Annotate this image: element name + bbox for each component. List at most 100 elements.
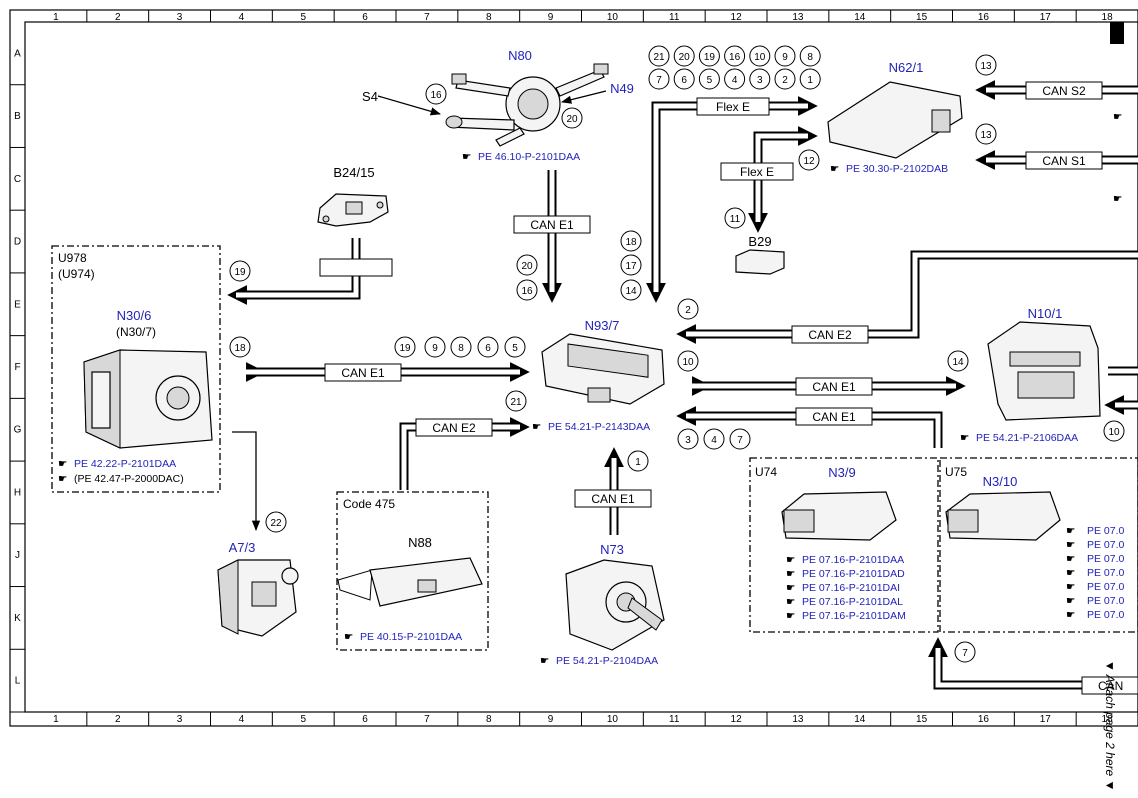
svg-text:☛: ☛ — [1113, 111, 1122, 123]
ref-icon: ☛ — [1066, 525, 1075, 537]
pin-marker-circle — [648, 68, 670, 90]
pin-marker-m17: 17 — [625, 261, 637, 272]
pin-marker-m14: 14 — [625, 286, 637, 297]
ref-n73-text[interactable]: PE 54.21-P-2104DAA — [556, 655, 658, 667]
pin-marker-m9_row: 9 — [432, 343, 438, 354]
ref-n3-9-list[interactable]: ☛ PE 07.16-P-2101DAA ☛ PE 07.16-P-2101DAD ☛ P… — [786, 554, 906, 622]
pin-marker-m3: 3 — [685, 435, 691, 446]
pin-marker-top: 10 — [754, 52, 766, 63]
ref-icon: ☛ — [1066, 609, 1075, 621]
ref-n3-9-item[interactable]: PE 07.16-P-2101DAA — [802, 554, 904, 566]
pin-marker-m7_bottom: 7 — [962, 648, 968, 659]
pin-marker-circle — [620, 279, 642, 301]
ref-n88[interactable]: ☛PE 40.15-P-2101DAA — [344, 631, 462, 643]
pin-marker-m16_s4: 16 — [430, 90, 442, 101]
ref-n3-10-item[interactable]: PE 07.0 — [1087, 595, 1125, 607]
grid-col-label: 7 — [424, 12, 430, 23]
ref-n73[interactable]: ☛PE 54.21-P-2104DAA — [540, 655, 658, 667]
grid-col-label: 4 — [239, 714, 245, 725]
pin-marker-m11: 11 — [730, 214, 741, 225]
pin-marker-m10: 10 — [682, 357, 694, 368]
grid-col-label: 11 — [669, 714, 680, 725]
pin-marker-circle — [724, 207, 746, 229]
grid-row-label: D — [14, 237, 21, 248]
label-s4: S4 — [362, 89, 378, 104]
pin-marker-top: 6 — [681, 75, 687, 86]
ref-n10-text[interactable]: PE 54.21-P-2106DAA — [976, 432, 1078, 444]
pin-marker-circle — [677, 350, 699, 372]
pin-marker-circle — [677, 298, 699, 320]
label-u974: (U974) — [58, 267, 95, 281]
label-n30-6: N30/6 — [117, 308, 152, 323]
ref-n3-10-item[interactable]: PE 07.0 — [1087, 525, 1125, 537]
pin-marker-m5_row: 5 — [512, 343, 518, 354]
pin-marker-top: 16 — [729, 52, 741, 63]
pin-marker-m2: 2 — [685, 305, 691, 316]
pin-marker-circle — [799, 45, 821, 67]
ref-n3-9-item[interactable]: PE 07.16-P-2101DAL — [802, 596, 903, 608]
label-can-e1-top: CAN E1 — [530, 218, 574, 232]
ref-n80-text[interactable]: PE 46.10-P-2101DAA — [478, 151, 580, 163]
grid-row-label: J — [15, 550, 20, 561]
label-can-s2: CAN S2 — [1042, 84, 1086, 98]
pin-marker-top: 4 — [732, 75, 738, 86]
pin-marker-m22: 22 — [270, 518, 282, 529]
pin-marker-circle — [424, 336, 446, 358]
n73-ignition-switch-drawing — [565, 559, 665, 651]
grid-col-label: 4 — [239, 12, 245, 23]
pin-marker-circle — [648, 45, 670, 67]
pin-marker-circle — [673, 45, 695, 67]
grid-row-label: A — [14, 48, 21, 59]
ref-icon: ☛ — [786, 568, 795, 580]
grid-row-label: B — [14, 111, 21, 122]
pin-marker-m6_row: 6 — [485, 343, 491, 354]
ref-icon: ☛ — [786, 610, 795, 622]
ref-n3-10-item[interactable]: PE 07.0 — [1087, 539, 1125, 551]
ref-icon: ☛ — [786, 596, 795, 608]
pin-marker-circle — [724, 45, 746, 67]
ref-n3-10-item[interactable]: PE 07.0 — [1087, 567, 1125, 579]
ref-n30-text-2[interactable]: (PE 42.47-P-2000DAC) — [74, 473, 184, 485]
ref-n80[interactable]: ☛PE 46.10-P-2101DAA — [462, 151, 580, 163]
label-b29: B29 — [748, 234, 771, 249]
pin-marker-circle — [954, 641, 976, 663]
ref-n30-text-1[interactable]: PE 42.22-P-2101DAA — [74, 458, 176, 470]
ref-n62[interactable]: ☛PE 30.30-P-2102DAB — [830, 163, 948, 175]
pin-marker-circle — [1103, 420, 1125, 442]
label-n49: N49 — [610, 81, 634, 96]
label-can-e2-right: CAN E2 — [808, 328, 852, 342]
ref-n3-10-item[interactable]: PE 07.0 — [1087, 609, 1125, 621]
grid-col-label: 12 — [731, 714, 743, 725]
ref-n93[interactable]: ☛PE 54.21-P-2143DAA — [532, 421, 650, 433]
ref-n3-10-list[interactable]: ☛PE 07.0☛PE 07.0☛PE 07.0☛PE 07.0☛PE 07.0… — [1066, 525, 1125, 621]
grid-col-label: 2 — [115, 12, 121, 23]
pin-marker-top: 2 — [782, 75, 788, 86]
svg-text:☛: ☛ — [960, 432, 969, 444]
n80-steering-module-drawing — [445, 63, 609, 147]
label-can-e1-bottom: CAN E1 — [591, 492, 635, 506]
ref-n10[interactable]: ☛ PE 54.21-P-2106DAA — [960, 432, 1078, 444]
ref-n88-text[interactable]: PE 40.15-P-2101DAA — [360, 631, 462, 643]
grid-col-label: 1 — [53, 12, 59, 23]
n62-1-module-drawing — [827, 81, 963, 159]
ref-n62-text[interactable]: PE 30.30-P-2102DAB — [846, 163, 948, 175]
label-n3-9: N3/9 — [828, 465, 855, 480]
ref-n30-2[interactable]: ☛(PE 42.47-P-2000DAC) — [58, 473, 184, 485]
ref-n3-9-item[interactable]: PE 07.16-P-2101DAD — [802, 568, 905, 580]
ref-n93-text[interactable]: PE 54.21-P-2143DAA — [548, 421, 650, 433]
reference-links[interactable]: ☛PE 46.10-P-2101DAA ☛PE 42.22-P-2101DAA … — [58, 111, 1125, 667]
grid-col-label: 2 — [115, 714, 121, 725]
ref-icon: ☛ — [786, 582, 795, 594]
ref-n30-1[interactable]: ☛PE 42.22-P-2101DAA — [58, 458, 176, 470]
ref-n3-9-item[interactable]: PE 07.16-P-2101DAI — [802, 582, 900, 594]
pin-marker-circle — [677, 428, 699, 450]
pin-marker-circle — [799, 68, 821, 90]
ref-n3-10-item[interactable]: PE 07.0 — [1087, 553, 1125, 565]
ref-n3-10-item[interactable]: PE 07.0 — [1087, 581, 1125, 593]
ref-n3-9-item[interactable]: PE 07.16-P-2101DAM — [802, 610, 906, 622]
grid-col-label: 15 — [916, 714, 928, 725]
